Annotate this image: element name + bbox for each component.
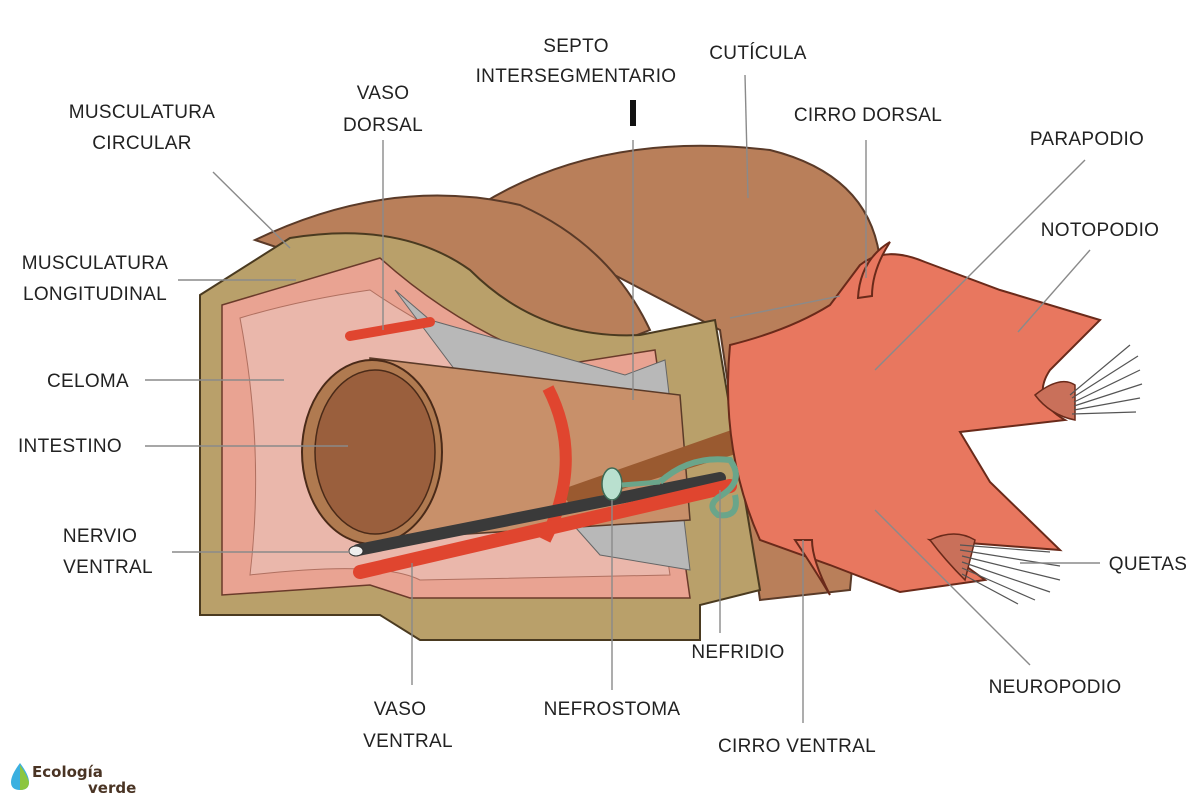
label-vaso-dorsal: VASO (357, 83, 410, 104)
label-vaso-dorsal-2: DORSAL (343, 115, 423, 136)
logo-text-2: verde (88, 779, 136, 797)
dorsal-vessel (345, 317, 435, 341)
label-musculatura-circular: MUSCULATURA (69, 102, 216, 123)
label-musculatura-longitudinal: MUSCULATURA (22, 253, 169, 274)
notopodium-lobe (1033, 380, 1076, 421)
ventral-nerve (352, 472, 726, 556)
label-musculatura-circular-2: CIRCULAR (92, 133, 192, 154)
leader-lines (145, 74, 1100, 723)
nephrostome-duct (621, 479, 661, 488)
intestine-lumen (314, 369, 436, 535)
label-vaso-ventral: VASO (374, 699, 427, 720)
label-vaso-ventral-2: VENTRAL (363, 731, 453, 752)
label-cirro-dorsal: CIRRO DORSAL (794, 105, 942, 126)
cirrus-dorsal (856, 241, 891, 300)
label-intestino: INTESTINO (18, 436, 122, 457)
cirrus-ventral (793, 539, 831, 596)
label-cuticula: CUTÍCULA (709, 43, 806, 64)
ventral-vessel (353, 479, 737, 579)
label-nervio-ventral: NERVIO (63, 526, 137, 547)
label-quetas: QUETAS (1109, 554, 1188, 575)
label-septo: SEPTO (543, 36, 609, 57)
label-notopodio: NOTOPODIO (1041, 220, 1159, 241)
label-septo-2: INTERSEGMENTARIO (476, 66, 677, 87)
chaetae (959, 344, 1143, 605)
septum-marker (630, 100, 636, 126)
nephrostome (601, 467, 623, 501)
label-celoma: CELOMA (47, 371, 129, 392)
ecologia-verde-logo: Ecología verde (11, 763, 136, 797)
label-parapodio: PARAPODIO (1030, 129, 1144, 150)
label-nefrostoma: NEFROSTOMA (544, 699, 681, 720)
label-cirro-ventral: CIRRO VENTRAL (718, 736, 876, 757)
nephridium (657, 456, 739, 519)
label-musculatura-longitudinal-2: LONGITUDINAL (23, 284, 167, 305)
nerve-cut-end (348, 545, 364, 557)
label-nervio-ventral-2: VENTRAL (63, 557, 153, 578)
label-nefridio: NEFRIDIO (691, 642, 784, 663)
logo-text-1: Ecología (32, 763, 103, 781)
label-neuropodio: NEUROPODIO (989, 677, 1122, 698)
